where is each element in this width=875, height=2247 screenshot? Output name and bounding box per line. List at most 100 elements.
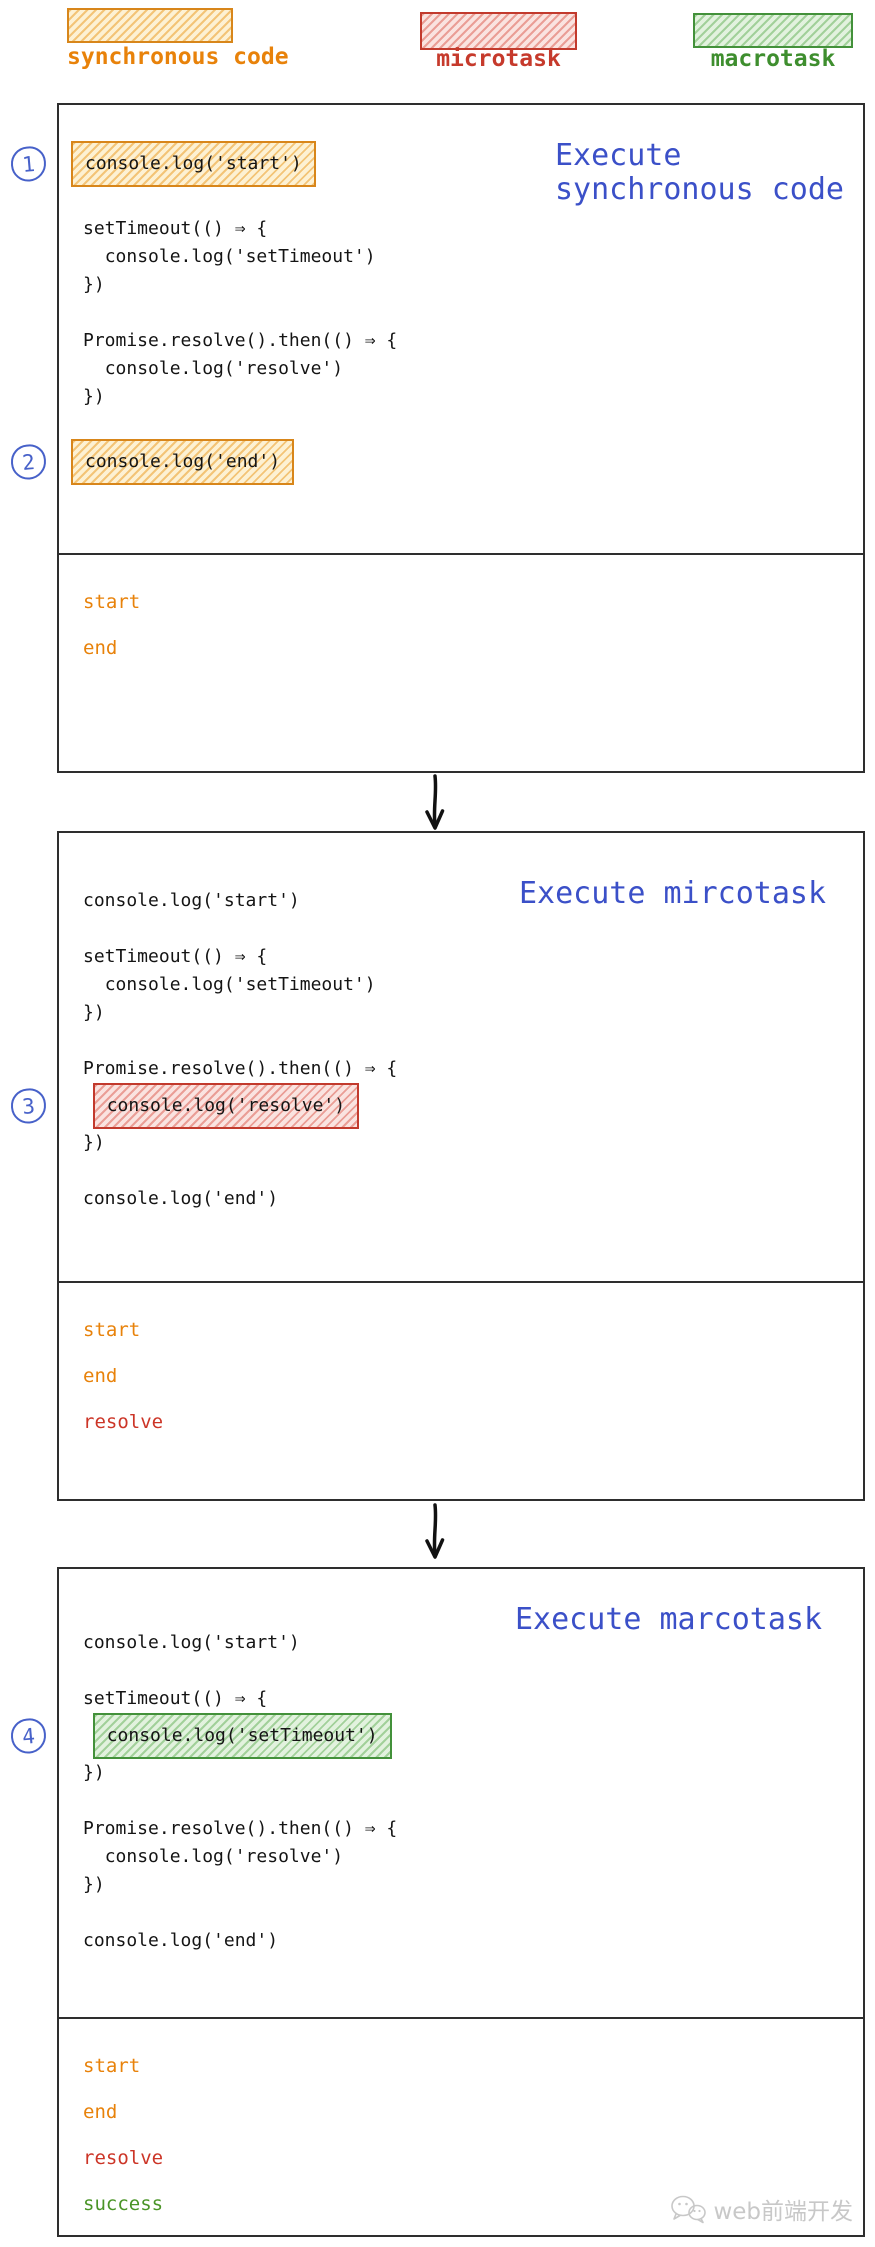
highlighted-code: console.log('setTimeout') bbox=[92, 1713, 392, 1759]
step-number-badge: 4 bbox=[9, 1717, 48, 1755]
wechat-icon bbox=[671, 2195, 707, 2224]
code-text: console.log('end') bbox=[83, 1930, 279, 1951]
panel-execute-microtask: Execute mircotask console.log('start') s… bbox=[9, 831, 865, 1501]
code-text bbox=[83, 302, 94, 323]
console-output-line: resolve bbox=[83, 1411, 164, 1433]
code-text: }) bbox=[83, 1132, 105, 1153]
code-text: Promise.resolve().then(() ⇒ { bbox=[83, 1818, 398, 1839]
code-line: console.log('end') bbox=[83, 1927, 863, 1955]
code-text: console.log('start') bbox=[83, 1632, 300, 1653]
panel-heading: Execute mircotask bbox=[519, 877, 826, 911]
code-text: }) bbox=[83, 1002, 105, 1023]
code-line bbox=[83, 1157, 863, 1185]
code-section: console.log('start') setTimeout(() ⇒ { c… bbox=[9, 833, 863, 1283]
code-text: console.log('end') bbox=[83, 1188, 279, 1209]
code-text: setTimeout(() ⇒ { bbox=[83, 946, 268, 967]
legend-label-macrotask: macrotask bbox=[710, 46, 836, 72]
code-line: Promise.resolve().then(() ⇒ { bbox=[83, 1815, 863, 1843]
console-output-line: end bbox=[83, 2101, 118, 2123]
console-output-line: start bbox=[83, 2055, 141, 2077]
code-text: Promise.resolve().then(() ⇒ { bbox=[83, 330, 398, 351]
legend-item-microtask: microtask bbox=[420, 0, 577, 72]
console-output-section: start end resolve success bbox=[59, 2019, 863, 2227]
code-text: Promise.resolve().then(() ⇒ { bbox=[83, 1058, 398, 1079]
legend-item-macrotask: macrotask bbox=[693, 0, 853, 72]
code-line: }) bbox=[83, 271, 863, 299]
code-text bbox=[83, 1030, 94, 1051]
panel-heading: Execute marcotask bbox=[515, 1603, 822, 1637]
console-output-line: end bbox=[83, 637, 118, 659]
highlighted-code: console.log('end') bbox=[71, 439, 295, 485]
code-line bbox=[83, 1657, 863, 1685]
code-line bbox=[83, 299, 863, 327]
code-text bbox=[83, 414, 94, 435]
code-section: console.log('start') setTimeout(() ⇒ { 4 … bbox=[9, 1569, 863, 2019]
code-text bbox=[83, 1660, 94, 1681]
code-line: setTimeout(() ⇒ { bbox=[83, 1685, 863, 1713]
legend-label-synchronous-code: synchronous code bbox=[67, 44, 289, 70]
code-line: }) bbox=[83, 1759, 863, 1787]
synchronous-code-swatch-icon bbox=[67, 8, 233, 43]
code-line bbox=[83, 187, 863, 215]
code-line bbox=[83, 1787, 863, 1815]
code-line bbox=[83, 915, 863, 943]
panel-heading-line: synchronous code bbox=[555, 172, 844, 207]
step-number-badge: 1 bbox=[9, 145, 48, 183]
code-line bbox=[83, 1027, 863, 1055]
step-number-badge: 3 bbox=[9, 1087, 48, 1125]
code-line: console.log('end') bbox=[83, 1185, 863, 1213]
code-line: 3 console.log('resolve') bbox=[9, 1083, 863, 1129]
code-line: 1 console.log('start') bbox=[9, 141, 863, 187]
code-line: }) bbox=[83, 1129, 863, 1157]
highlighted-code: console.log('resolve') bbox=[92, 1083, 360, 1129]
legend-label-microtask: microtask bbox=[436, 46, 561, 72]
code-text: }) bbox=[83, 386, 105, 407]
code-text bbox=[83, 918, 94, 939]
code-text: console.log('setTimeout') bbox=[104, 246, 376, 267]
console-output-line: start bbox=[83, 1319, 141, 1341]
code-line: 4 console.log('setTimeout') bbox=[9, 1713, 863, 1759]
watermark-text: web前端开发 bbox=[713, 2199, 853, 2225]
macrotask-swatch-icon bbox=[693, 13, 853, 48]
code-line: console.log('resolve') bbox=[83, 1843, 863, 1871]
code-line: console.log('start') bbox=[83, 1629, 863, 1657]
code-text: setTimeout(() ⇒ { bbox=[83, 1688, 268, 1709]
console-output-line: start bbox=[83, 591, 141, 613]
code-text bbox=[83, 1790, 94, 1811]
code-text bbox=[83, 1160, 94, 1181]
flow-arrow-down-icon bbox=[425, 774, 445, 830]
flow-arrow-down-icon bbox=[425, 1503, 445, 1559]
code-line: Promise.resolve().then(() ⇒ { bbox=[83, 1055, 863, 1083]
code-line: console.log('setTimeout') bbox=[83, 971, 863, 999]
panel-execute-macrotask: Execute marcotask console.log('start') s… bbox=[9, 1567, 865, 2237]
console-output-line: success bbox=[83, 2193, 164, 2215]
panel-heading-line: Execute mircotask bbox=[519, 876, 827, 911]
code-text: }) bbox=[83, 1874, 105, 1895]
code-text: setTimeout(() ⇒ { bbox=[83, 218, 268, 239]
code-line bbox=[83, 411, 863, 439]
code-line: console.log('setTimeout') bbox=[83, 243, 863, 271]
code-line: Promise.resolve().then(() ⇒ { bbox=[83, 327, 863, 355]
highlighted-code: console.log('start') bbox=[71, 141, 316, 187]
watermark: web前端开发 bbox=[670, 2192, 853, 2226]
panel-heading-line: Execute marcotask bbox=[515, 1602, 823, 1637]
microtask-swatch-icon bbox=[420, 12, 577, 50]
code-line: }) bbox=[83, 383, 863, 411]
code-text: }) bbox=[83, 274, 105, 295]
legend-item-synchronous-code: synchronous code bbox=[67, 0, 289, 70]
code-text: console.log('resolve') bbox=[104, 1846, 344, 1867]
code-text: console.log('resolve') bbox=[104, 358, 344, 379]
code-line: console.log('resolve') bbox=[83, 355, 863, 383]
code-line: console.log('start') bbox=[83, 887, 863, 915]
code-line: setTimeout(() ⇒ { bbox=[83, 215, 863, 243]
panel-heading-line: Execute bbox=[555, 138, 682, 173]
console-output-line: resolve bbox=[83, 2147, 164, 2169]
code-text: console.log('setTimeout') bbox=[104, 974, 376, 995]
code-text: console.log('start') bbox=[83, 890, 300, 911]
code-text: }) bbox=[83, 1762, 105, 1783]
